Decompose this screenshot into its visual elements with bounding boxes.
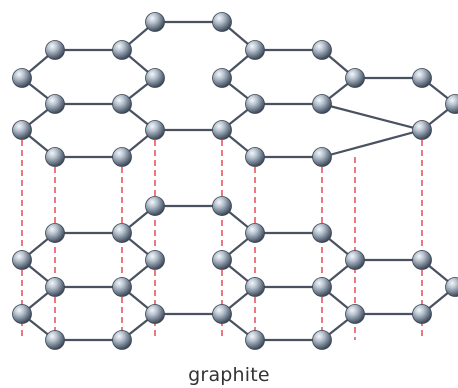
carbon-atom [312,330,332,350]
carbon-atom [245,147,265,167]
carbon-atom [145,304,165,324]
carbon-atom [345,250,365,270]
carbon-atom [412,68,432,88]
carbon-atom [445,277,458,297]
carbon-atom [145,68,165,88]
carbon-atom [12,304,32,324]
carbon-atom [45,147,65,167]
carbon-atom [45,330,65,350]
carbon-bonds [20,20,457,342]
carbon-atom [112,94,132,114]
carbon-atom [45,40,65,60]
carbon-atom [45,277,65,297]
carbon-atom [145,250,165,270]
interlayer-lines [21,130,423,340]
carbon-atom [312,277,332,297]
carbon-atom [45,223,65,243]
carbon-atom [245,330,265,350]
carbon-atom [112,277,132,297]
carbon-bond [320,128,424,159]
carbon-atom [212,196,232,216]
carbon-atom [212,250,232,270]
carbon-atom [212,304,232,324]
carbon-atom [145,120,165,140]
carbon-atoms [12,12,458,350]
carbon-atom [245,94,265,114]
carbon-atom [212,120,232,140]
carbon-atom [145,12,165,32]
carbon-atom [212,12,232,32]
carbon-atom [245,223,265,243]
carbon-atom [312,147,332,167]
carbon-atom [12,68,32,88]
carbon-atom [12,120,32,140]
carbon-atom [145,196,165,216]
carbon-atom [445,94,458,114]
carbon-atom [212,68,232,88]
carbon-atom [245,277,265,297]
carbon-atom [312,40,332,60]
carbon-atom [412,250,432,270]
carbon-atom [112,223,132,243]
diagram-caption: graphite [188,364,270,386]
carbon-atom [412,120,432,140]
carbon-atom [45,94,65,114]
carbon-atom [412,304,432,324]
carbon-atom [345,68,365,88]
carbon-bond [320,102,424,132]
carbon-atom [112,147,132,167]
carbon-atom [245,40,265,60]
carbon-atom [112,40,132,60]
carbon-atom [12,250,32,270]
carbon-atom [312,223,332,243]
carbon-atom [112,330,132,350]
carbon-atom [345,304,365,324]
carbon-atom [312,94,332,114]
